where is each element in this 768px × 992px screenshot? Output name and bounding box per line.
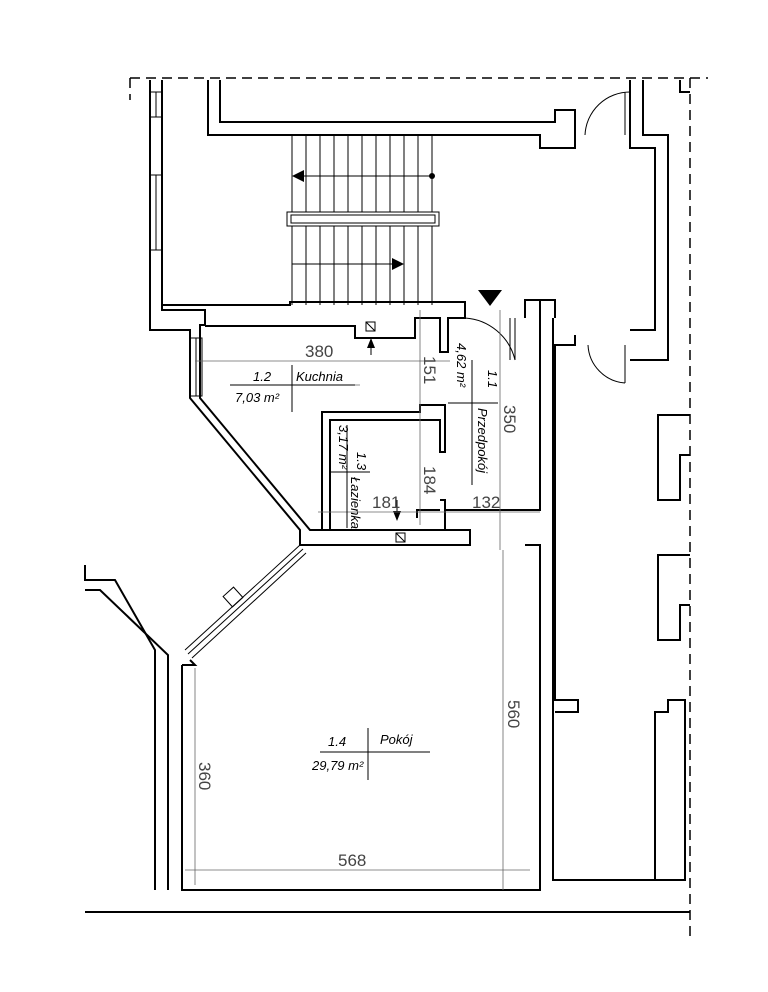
- dim-hall-length: 350: [500, 405, 519, 433]
- room-1-1-name: Przedpokój: [475, 408, 490, 474]
- room-1-2-area: 7,03 m²: [235, 390, 280, 405]
- staircase: [286, 135, 440, 305]
- dim-bath-width: 181: [372, 493, 400, 512]
- room-1-4-name: Pokój: [380, 732, 414, 747]
- room-1-2-number: 1.2: [253, 369, 272, 384]
- dim-room-depth: 560: [504, 700, 523, 728]
- dim-kitchen-depth: 151: [420, 356, 439, 384]
- room-1-1-area: 4,62 m²: [454, 343, 469, 388]
- windows: [149, 91, 307, 659]
- room-1-3-area: 3,17 m²: [336, 425, 351, 470]
- room-1-1-number: 1.1: [485, 370, 500, 388]
- dim-bath-depth: 184: [420, 466, 439, 494]
- dim-hall-width: 132: [472, 493, 500, 512]
- room-1-4-number: 1.4: [328, 734, 346, 749]
- room-1-2-name: Kuchnia: [296, 369, 343, 384]
- boundary-dashed: [129, 77, 708, 942]
- walls: [84, 80, 690, 913]
- room-1-3-name: Łazienka: [348, 477, 363, 529]
- vent-icons: [365, 321, 406, 543]
- dim-room-left: 360: [195, 762, 214, 790]
- room-1-4-area: 29,79 m²: [311, 758, 364, 773]
- room-1-3-number: 1.3: [354, 452, 369, 471]
- dim-room-width: 568: [338, 851, 366, 870]
- dimension-lines: [185, 310, 540, 890]
- doors: [464, 91, 631, 384]
- dim-kitchen-width: 380: [305, 342, 333, 361]
